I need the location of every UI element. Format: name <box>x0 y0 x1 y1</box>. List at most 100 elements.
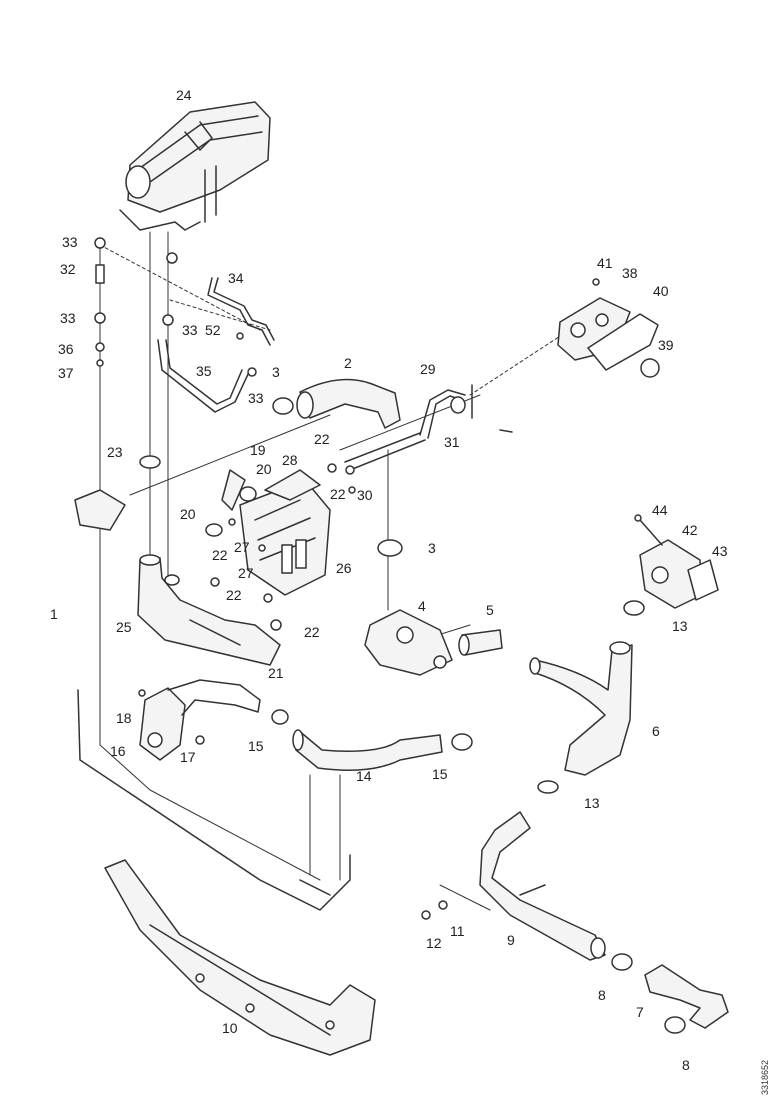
part-35-hose <box>157 339 251 413</box>
part-34-pipe <box>207 277 275 346</box>
label-15b: 15 <box>432 766 448 782</box>
label-26: 26 <box>336 560 352 576</box>
part-22-nut-e <box>270 619 282 631</box>
label-33c: 33 <box>182 322 198 338</box>
part-13-o-ring-lower <box>537 780 559 794</box>
label-22c: 22 <box>212 547 228 563</box>
label-27b: 27 <box>238 565 254 581</box>
label-52: 52 <box>205 322 221 338</box>
label-23: 23 <box>107 444 123 460</box>
part-27-bolt-b <box>258 544 266 552</box>
document-reference: 3318652 <box>760 1060 770 1095</box>
part-29-pipe <box>344 384 513 471</box>
part-3-clamp-upper <box>272 397 294 415</box>
part-15-clamp-left <box>271 709 289 725</box>
label-24: 24 <box>176 87 192 103</box>
label-13b: 13 <box>584 795 600 811</box>
part-5-pipe <box>458 629 503 656</box>
part-43-gasket <box>687 559 719 601</box>
label-28: 28 <box>282 452 298 468</box>
label-36: 36 <box>58 341 74 357</box>
part-24-housing <box>119 101 271 231</box>
part-9-pipe <box>479 811 606 961</box>
label-44: 44 <box>652 502 668 518</box>
label-8a: 8 <box>598 987 606 1003</box>
part-13-o-ring-upper <box>623 600 645 616</box>
part-11-bolt <box>438 900 448 910</box>
part-19-hose <box>221 469 246 511</box>
label-12: 12 <box>426 935 442 951</box>
label-14: 14 <box>356 768 372 784</box>
label-38: 38 <box>622 265 638 281</box>
part-26-cooler <box>239 479 331 596</box>
label-21: 21 <box>268 665 284 681</box>
label-31: 31 <box>444 434 460 450</box>
label-5: 5 <box>486 602 494 618</box>
label-35: 35 <box>196 363 212 379</box>
label-19: 19 <box>250 442 266 458</box>
label-25: 25 <box>116 619 132 635</box>
part-10-crossmember <box>104 859 376 1056</box>
label-16: 16 <box>110 743 126 759</box>
label-43: 43 <box>712 543 728 559</box>
part-33-32-36-37-fasteners <box>94 237 178 367</box>
label-20b: 20 <box>180 506 196 522</box>
part-41-screw <box>592 278 600 286</box>
label-22e: 22 <box>304 624 320 640</box>
part-42-housing <box>639 519 703 609</box>
label-22d: 22 <box>226 587 242 603</box>
part-18-bolt <box>138 689 146 697</box>
label-39: 39 <box>658 337 674 353</box>
label-3a: 3 <box>272 364 280 380</box>
part-17-bolt <box>195 735 205 745</box>
label-40: 40 <box>653 283 669 299</box>
label-33d: 33 <box>248 390 264 406</box>
part-6-hose <box>529 641 633 776</box>
label-42: 42 <box>682 522 698 538</box>
part-22-nut-b <box>345 465 355 475</box>
label-6: 6 <box>652 723 660 739</box>
part-2-hose <box>296 378 401 429</box>
label-41: 41 <box>597 255 613 271</box>
label-29: 29 <box>420 361 436 377</box>
part-30-washer <box>348 486 356 494</box>
label-27a: 27 <box>234 539 250 555</box>
part-40-gasket <box>587 313 659 371</box>
label-18: 18 <box>116 710 132 726</box>
part-20-ring-lower <box>205 523 223 537</box>
label-32: 32 <box>60 261 76 277</box>
part-39-o-ring <box>640 358 660 378</box>
part-12-washer <box>421 910 431 920</box>
label-10: 10 <box>222 1020 238 1036</box>
label-34: 34 <box>228 270 244 286</box>
part-8-clamp-lower <box>664 1016 686 1034</box>
label-2: 2 <box>344 355 352 371</box>
part-4-pump <box>364 609 453 676</box>
callout-labels: 24 33 32 33 36 37 34 33 52 35 33 3 2 29 … <box>50 87 728 1073</box>
label-33a: 33 <box>62 234 78 250</box>
label-37: 37 <box>58 365 74 381</box>
label-22a: 22 <box>314 431 330 447</box>
part-25-manifold <box>137 554 281 666</box>
label-4: 4 <box>418 598 426 614</box>
part-16-bracket <box>139 679 261 761</box>
part-23-clip <box>139 455 161 469</box>
label-1: 1 <box>50 606 58 622</box>
label-30: 30 <box>357 487 373 503</box>
label-3b: 3 <box>428 540 436 556</box>
label-15a: 15 <box>248 738 264 754</box>
label-8b: 8 <box>682 1057 690 1073</box>
part-15-clamp-right <box>451 733 473 751</box>
label-11: 11 <box>450 923 465 939</box>
label-17: 17 <box>180 749 196 765</box>
part-3-clamp-lower <box>377 539 403 557</box>
part-33-washer <box>247 367 257 377</box>
part-14-hose <box>292 729 443 771</box>
part-27-bolt-a <box>228 518 236 526</box>
label-33b: 33 <box>60 310 76 326</box>
part-22-nut-d <box>263 593 273 603</box>
label-13a: 13 <box>672 618 688 634</box>
part-44-bolt <box>634 514 642 522</box>
label-20a: 20 <box>256 461 272 477</box>
